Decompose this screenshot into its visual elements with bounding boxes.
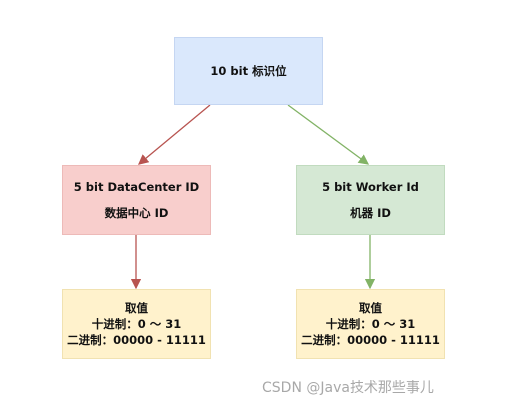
datacenter-range-binary: 二进制：00000 - 11111 xyxy=(67,333,206,347)
datacenter-range-heading: 取值 xyxy=(125,301,148,315)
datacenter-id-node: 5 bit DataCenter ID 数据中心 ID xyxy=(62,165,211,235)
worker-range-binary: 二进制：00000 - 11111 xyxy=(301,333,440,347)
root-node-label: 10 bit 标识位 xyxy=(210,64,287,78)
datacenter-id-subtitle: 数据中心 ID xyxy=(104,206,169,220)
worker-range-heading: 取值 xyxy=(359,301,382,315)
edge-root-to-datacenter xyxy=(138,104,211,165)
datacenter-range-node: 取值 十进制：0 ～ 31 二进制：00000 - 11111 xyxy=(62,289,211,359)
worker-id-node: 5 bit Worker Id 机器 ID xyxy=(296,165,445,235)
edge-root-to-worker xyxy=(287,104,370,165)
csdn-watermark: CSDN @Java技术那些事儿 xyxy=(262,380,434,396)
worker-id-title: 5 bit Worker Id xyxy=(322,180,419,194)
datacenter-range-decimal: 十进制：0 ～ 31 xyxy=(91,317,182,331)
worker-range-decimal: 十进制：0 ～ 31 xyxy=(325,317,416,331)
datacenter-id-title: 5 bit DataCenter ID xyxy=(73,180,200,194)
worker-id-subtitle: 机器 ID xyxy=(350,206,391,220)
worker-range-node: 取值 十进制：0 ～ 31 二进制：00000 - 11111 xyxy=(296,289,445,359)
root-node-10bit: 10 bit 标识位 xyxy=(174,37,323,105)
